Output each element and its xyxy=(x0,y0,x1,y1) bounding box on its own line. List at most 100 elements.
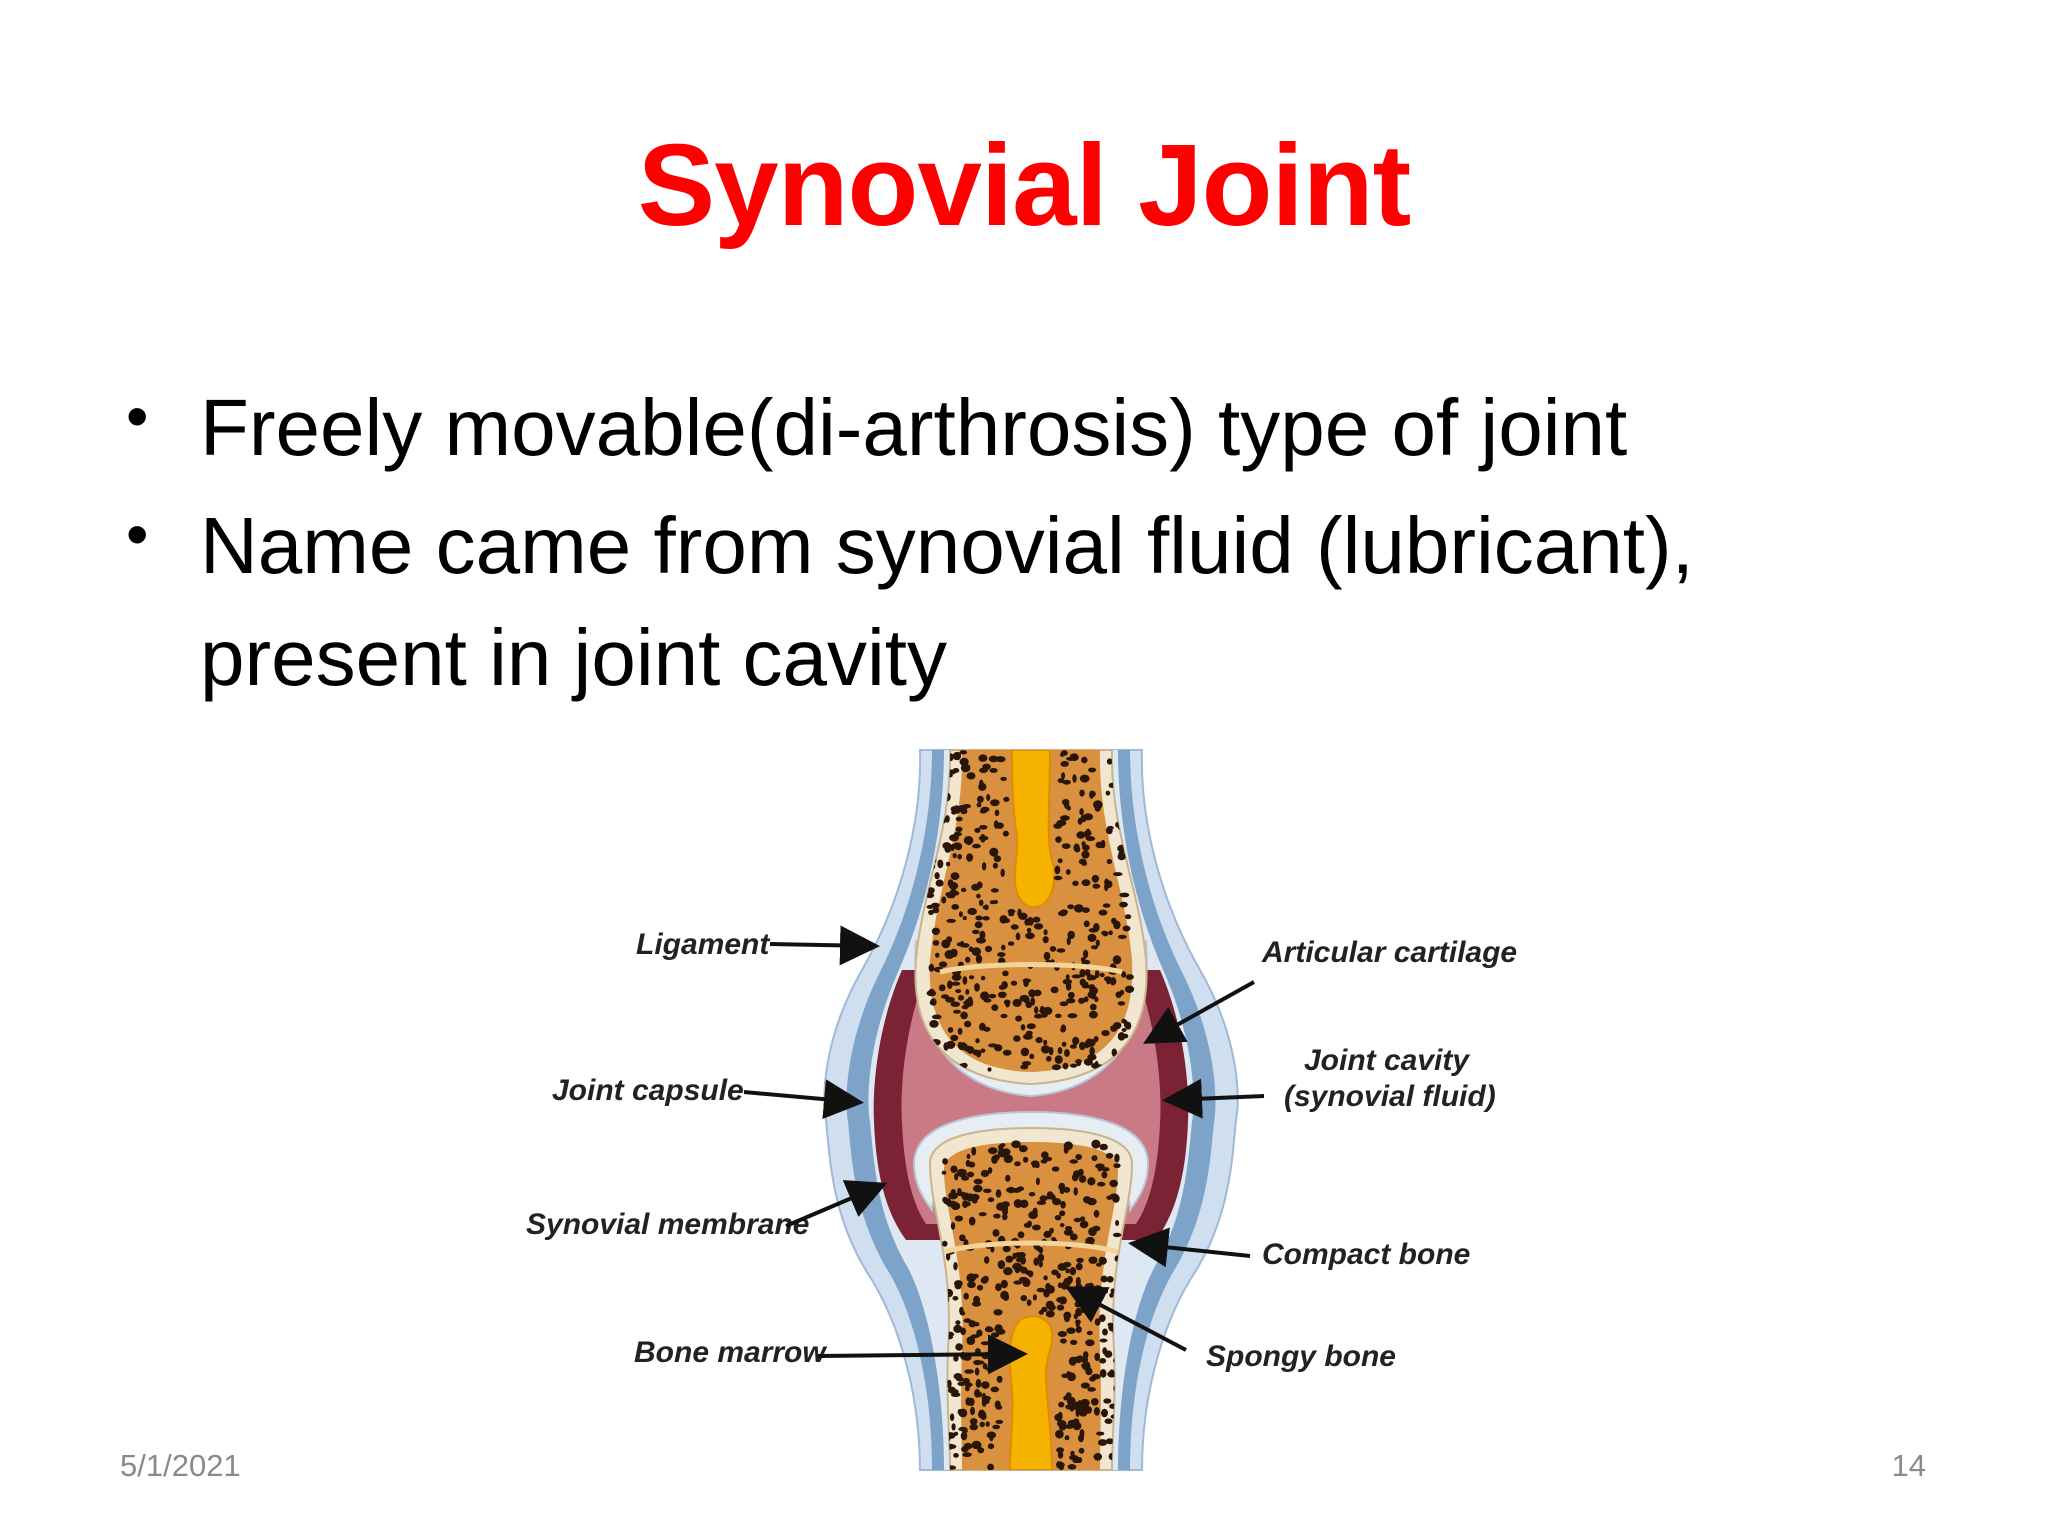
bone-pore xyxy=(1106,1195,1113,1200)
bone-pore xyxy=(1102,930,1109,937)
label-bone-marrow: Bone marrow xyxy=(634,1336,827,1369)
bone-pore xyxy=(976,937,986,944)
bone-pore xyxy=(1045,1310,1055,1318)
footer-date: 5/1/2021 xyxy=(120,1448,241,1483)
bone-pore xyxy=(1069,1044,1077,1049)
bone-pore xyxy=(968,946,974,952)
bone-pore xyxy=(979,1421,985,1428)
bone-pore xyxy=(1061,772,1066,780)
bone-pore xyxy=(1010,924,1019,930)
bone-pore xyxy=(973,1184,983,1193)
bone-pore xyxy=(1078,1447,1085,1454)
bone-pore xyxy=(1069,1233,1078,1241)
bone-pore xyxy=(951,973,962,981)
bone-pore xyxy=(1007,909,1016,914)
bone-pore xyxy=(1078,858,1087,865)
bone-pore xyxy=(943,1197,950,1205)
bone-pore xyxy=(1018,912,1028,920)
bone-pore xyxy=(1002,1293,1010,1301)
bone-pore xyxy=(1091,1139,1101,1149)
bone-pore xyxy=(1054,1215,1062,1221)
synovial-joint-diagram: Ligament Joint capsule Synovial membrane… xyxy=(0,740,2048,1480)
bone-pore xyxy=(980,1341,991,1346)
arrow-articular-cartilage xyxy=(1143,980,1255,1044)
bone-pore xyxy=(1027,1220,1032,1227)
bone-pore xyxy=(1083,813,1094,821)
lower-epiphyseal-line xyxy=(943,1240,1119,1255)
bone-pore xyxy=(1105,1152,1114,1159)
bone-pore xyxy=(1081,850,1090,859)
bone-pore xyxy=(966,1171,975,1178)
label-articular-cartilage: Articular cartilage xyxy=(1261,936,1517,969)
bone-pore xyxy=(969,975,975,980)
bone-pore xyxy=(1015,1015,1022,1022)
bone-pore xyxy=(1059,1210,1066,1217)
bone-pore xyxy=(1063,1277,1072,1287)
bone-pore xyxy=(1025,1030,1033,1036)
bone-pore xyxy=(995,1419,1004,1424)
bone-pore xyxy=(1081,879,1091,887)
bone-pore xyxy=(1073,904,1084,913)
bone-pore xyxy=(952,768,960,773)
bone-pore xyxy=(1087,1177,1096,1186)
bone-pore xyxy=(1117,934,1127,939)
bone-pore xyxy=(982,763,991,770)
bone-pore xyxy=(1078,997,1086,1004)
bone-pore xyxy=(1124,985,1135,993)
bone-pore xyxy=(1060,1027,1066,1033)
bone-pore xyxy=(952,853,957,859)
bone-pore xyxy=(1061,1373,1069,1379)
bone-pore xyxy=(938,984,946,992)
bone-pore xyxy=(1074,1301,1082,1308)
bone-pore xyxy=(1057,1263,1067,1271)
bone-pore xyxy=(1067,904,1075,910)
bone-pore xyxy=(978,899,984,906)
bone-pore xyxy=(960,940,965,948)
bone-pore xyxy=(1113,1163,1121,1169)
bone-pore xyxy=(1089,1003,1097,1011)
bone-pore xyxy=(967,1281,976,1289)
bone-pore xyxy=(941,939,951,949)
bone-pore xyxy=(1080,1216,1086,1222)
bone-pore xyxy=(1075,1262,1083,1271)
bone-pore xyxy=(1065,1424,1074,1429)
bone-pore xyxy=(974,1367,980,1376)
bone-pore xyxy=(1071,974,1082,979)
arrow-synovial-membrane xyxy=(785,1180,888,1228)
bone-pore xyxy=(932,906,940,914)
bone-pore xyxy=(1001,944,1006,951)
bone-pore xyxy=(987,1463,994,1470)
label-joint-cavity: Joint cavity xyxy=(1304,1044,1470,1077)
bone-pore xyxy=(990,888,999,893)
bone-pore xyxy=(1089,1010,1098,1019)
bone-pore xyxy=(960,1327,966,1336)
bone-pore xyxy=(1081,1308,1087,1314)
bone-pore xyxy=(1114,1153,1120,1163)
bone-pore xyxy=(957,853,962,860)
bone-pore xyxy=(1033,989,1042,997)
bone-pore xyxy=(1060,815,1070,821)
bone-pore xyxy=(935,952,940,958)
bone-pore xyxy=(1118,851,1124,858)
bone-pore xyxy=(954,1280,963,1287)
bone-pore xyxy=(931,1014,942,1020)
bone-pore xyxy=(1079,789,1085,797)
bone-pore xyxy=(929,1020,939,1028)
bone-pore xyxy=(1081,907,1090,913)
bone-pore xyxy=(953,1009,961,1014)
bone-pore xyxy=(1051,1064,1061,1071)
bone-pore xyxy=(1100,1275,1108,1283)
bone-pore xyxy=(1085,1236,1095,1245)
bone-pore xyxy=(982,905,989,910)
bone-pore xyxy=(1078,1168,1084,1176)
bone-pore xyxy=(1043,1288,1050,1298)
bone-pore xyxy=(1059,1223,1065,1228)
bone-pore xyxy=(1007,1186,1015,1194)
bone-pore xyxy=(953,1262,958,1271)
bone-pore xyxy=(997,952,1006,957)
bone-pore xyxy=(1088,767,1097,773)
bone-pore xyxy=(941,896,947,904)
bone-pore xyxy=(1063,1186,1071,1193)
bone-pore xyxy=(1060,1201,1066,1209)
bone-pore xyxy=(956,1191,967,1197)
